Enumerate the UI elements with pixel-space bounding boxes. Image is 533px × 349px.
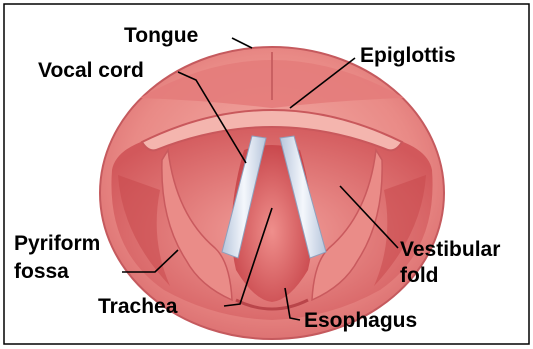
- tongue-leader: [232, 38, 252, 48]
- label-vestibular-line1: Vestibular: [400, 238, 500, 261]
- label-pyriform-line2: fossa: [14, 260, 69, 283]
- label-vestibular-line2: fold: [400, 264, 438, 287]
- label-esophagus: Esophagus: [304, 309, 417, 332]
- label-pyriform-line1: Pyriform: [14, 232, 100, 255]
- label-tongue: Tongue: [124, 24, 198, 47]
- label-vocal-cord: Vocal cord: [38, 59, 144, 82]
- label-trachea: Trachea: [98, 295, 178, 318]
- label-epiglottis: Epiglottis: [360, 44, 456, 67]
